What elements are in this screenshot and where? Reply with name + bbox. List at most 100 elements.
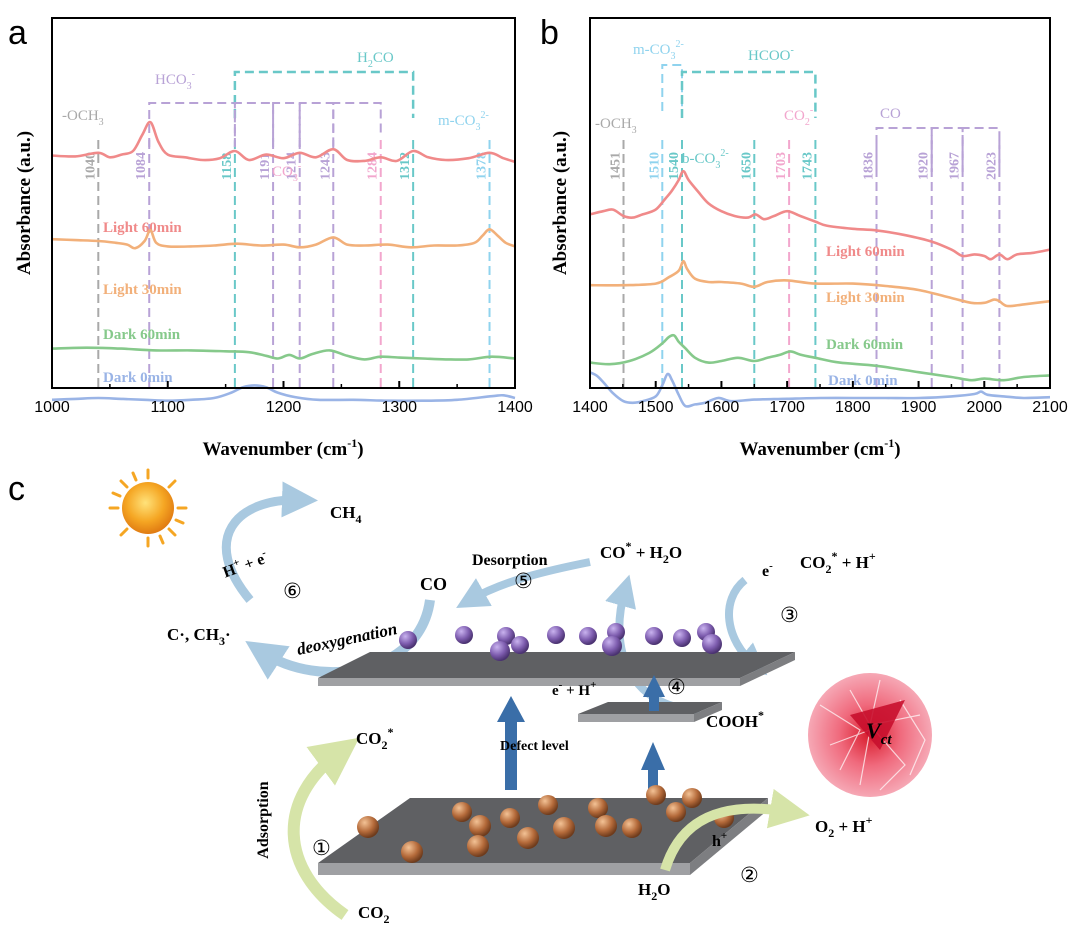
band-marker-label: 1510 [647,152,662,180]
vacancy-flower-icon [808,673,932,797]
band-marker-label: 1378 [475,152,490,180]
group-bracket [233,102,275,147]
series-line [589,259,1051,308]
group-bracket [148,102,236,147]
band-marker-label: 1451 [609,152,624,180]
panel-c-label: c [8,470,25,508]
purple-atoms [399,623,722,661]
band-marker-label: 1920 [917,152,932,180]
group-bracket [961,127,1001,172]
series-legend-label: Light 60min [826,244,905,260]
series-line [589,333,1051,382]
band-marker-label: 1836 [862,152,877,180]
panel-a-group-brackets: -OCH3 HCO3- H2CO CO3- m-CO32- [62,50,489,184]
step-6-label: ⑥ [283,579,302,603]
panel-c-diagram: c [8,468,932,926]
x-tick-label: 1600 [704,399,740,416]
adsorption-label: Adsorption [255,781,272,858]
group-label: m-CO32- [438,110,489,133]
group-bracket [332,102,382,133]
group-label: -OCH3 [62,108,104,128]
co-label: CO [420,574,447,594]
x-tick-label: 2000 [966,399,1002,416]
band-marker-label: 1703 [774,152,789,180]
x-tick-label: 1700 [769,399,805,416]
series-line [589,169,1051,261]
step-4-label: ④ [667,675,686,699]
arrow-adsorption [287,737,360,920]
band-marker-label: 1540 [667,152,682,180]
panel-a-ylabel: Absorbance (a.u.) [14,131,35,275]
x-tick-label: 1200 [266,399,302,416]
x-tick-label: 1800 [835,399,871,416]
e-h-label: e- + H+ [552,679,596,699]
series-line [51,346,516,361]
c-ch3-label: C·, CH3· [167,625,231,648]
band-marker-label: 1084 [134,152,149,180]
series-line [51,120,516,164]
panel-b-frame [589,17,1051,389]
group-bracket [272,102,301,147]
panel-b-label: b [540,14,559,52]
series-legend-label: Light 30min [103,282,182,298]
band-marker-label: 1967 [948,152,963,180]
x-tick-label: 1400 [497,399,533,416]
group-bracket [661,64,683,111]
sun-icon [108,468,188,548]
vacancy-label: Vct [866,718,892,748]
panel-b-ylabel: Absorbance (a.u.) [550,131,571,275]
step-2-label: ② [740,863,759,887]
series-line [51,384,516,403]
series-legend-label: Light 60min [103,220,182,236]
co2-star-label: CO2* [356,725,394,752]
series-line [589,371,1051,408]
arrow-to-ch4 [221,481,318,603]
group-bracket [875,127,933,172]
band-marker-label: 1743 [800,152,815,180]
panel-b-xlabel: Wavenumber (cm-1) [739,436,900,460]
band-marker-label: 1191 [258,153,273,180]
band-marker-label: 2023 [984,152,999,180]
step-5-label: ⑤ [514,569,533,593]
panel-b: b 1451 1510 1540 1650 1703 1743 1836 1920 1967 20… [540,14,1068,460]
co-star-h2o-label: CO* + H2O [600,539,682,566]
group-label: -OCH3 [595,116,637,136]
group-bracket [233,70,415,118]
band-marker-label: 1158 [220,153,235,180]
series-legend-label: Dark 0min [103,370,173,386]
h2o-label: H2O [638,880,670,903]
group-label: H2CO [357,50,394,70]
step-1-label: ① [312,836,331,860]
series-line [51,228,516,250]
series-legend-label: Dark 60min [103,327,181,343]
group-label: HCO3- [155,69,195,92]
band-marker-label: 1243 [318,152,333,180]
panel-b-band-markers: 1451 1510 1540 1650 1703 1743 1836 1920 1967 2023 [609,140,1001,388]
co2-star-h-label: CO2* + H+ [800,549,876,576]
series-legend-label: Dark 0min [828,373,898,389]
group-label: CO [880,106,901,122]
h-plus-label: h+ [712,830,727,850]
arrow-oxidation [660,788,810,872]
group-bracket [930,127,964,172]
x-tick-label: 1300 [381,399,417,416]
group-label: CO3- [272,161,301,184]
panel-a-xlabel: Wavenumber (cm-1) [202,436,363,460]
ch4-label: CH4 [330,503,362,526]
band-marker-label: 1214 [285,152,300,180]
lower-plate [318,798,768,875]
series-legend-label: Light 30min [826,290,905,306]
band-marker-label: 1040 [83,152,98,180]
cooh-label: COOH* [706,708,764,731]
group-label: CO2- [784,105,813,128]
group-bracket [680,70,817,118]
small-plate [578,702,722,722]
x-tick-label: 1000 [34,399,70,416]
band-marker-label: 1650 [739,152,754,180]
